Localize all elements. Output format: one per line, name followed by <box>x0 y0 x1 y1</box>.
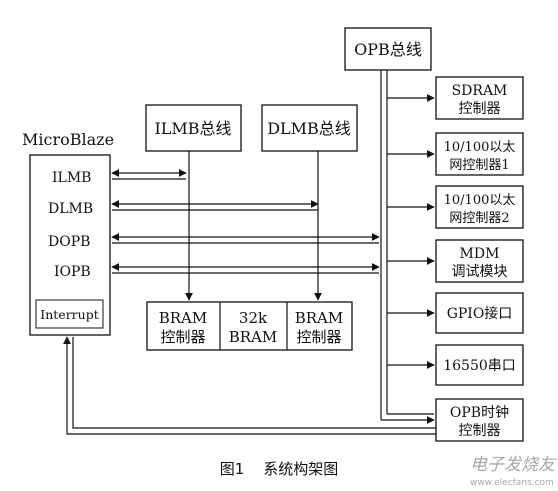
peripheral-ethernet-1: 10/100以太 网控制器1 <box>435 132 524 176</box>
mdm-line1: MDM <box>460 246 500 262</box>
interrupt-line-inner <box>72 337 436 429</box>
gpio-label: GPIO接口 <box>447 305 513 322</box>
connections <box>63 70 436 435</box>
opb-bus-label: OPB总线 <box>354 40 422 59</box>
watermark-url: www.elecfans.com <box>470 478 554 488</box>
peripheral-ethernet-2: 10/100以太 网控制器2 <box>435 185 524 229</box>
peripheral-mdm: MDM 调试模块 <box>435 239 524 283</box>
uart-label: 16550串口 <box>443 358 516 374</box>
ethernet2-line2: 网控制器2 <box>449 211 509 226</box>
interrupt-label: Interrupt <box>40 307 98 322</box>
interrupt-line-outer <box>63 336 436 435</box>
port-dopb-label: DOPB <box>48 234 90 250</box>
ilmb-bus-label: ILMB总线 <box>154 119 231 138</box>
ilmb-bus-box: ILMB总线 <box>145 104 242 152</box>
opb-clock-line2: 控制器 <box>459 423 501 439</box>
ethernet1-line2: 网控制器1 <box>449 158 509 173</box>
bram-mid-line1: 32k <box>239 309 268 327</box>
port-dlmb-label: DLMB <box>48 201 93 217</box>
bram-mid-line2: BRAM <box>229 328 278 346</box>
bram-left-line2: 控制器 <box>160 328 205 346</box>
microblaze-title: MicroBlaze <box>22 130 114 149</box>
port-iopb-label: IOPB <box>54 264 91 280</box>
bram-right-line2: 控制器 <box>296 328 341 346</box>
ethernet2-line1: 10/100以太 <box>444 193 516 208</box>
peripheral-uart: 16550串口 <box>435 344 524 386</box>
port-ilmb-label: ILMB <box>52 170 91 186</box>
watermark: 电子发烧友 www.elecfans.com <box>470 455 557 488</box>
bram-left-line1: BRAM <box>159 309 208 327</box>
sdram-line2: 控制器 <box>459 101 501 117</box>
peripheral-gpio: GPIO接口 <box>435 292 524 334</box>
opb-clock-line1: OPB时钟 <box>450 404 509 421</box>
watermark-text: 电子发烧友 <box>470 455 557 475</box>
bram-right-line1: BRAM <box>295 309 344 327</box>
microblaze-box: ILMB DLMB DOPB IOPB Interrupt <box>29 154 111 336</box>
sdram-line1: SDRAM <box>452 83 508 99</box>
opb-bus-box: OPB总线 <box>344 27 432 71</box>
figure-caption: 图1 系统构架图 <box>220 460 339 478</box>
peripheral-sdram: SDRAM 控制器 <box>435 76 524 120</box>
dlmb-bus-label: DLMB总线 <box>267 119 351 138</box>
dlmb-bus-box: DLMB总线 <box>261 104 358 152</box>
ethernet1-line1: 10/100以太 <box>444 140 516 155</box>
mdm-line2: 调试模块 <box>452 264 508 280</box>
peripheral-opb-clock: OPB时钟 控制器 <box>435 398 524 442</box>
bram-block: BRAM 控制器 32k BRAM BRAM 控制器 <box>146 301 353 351</box>
